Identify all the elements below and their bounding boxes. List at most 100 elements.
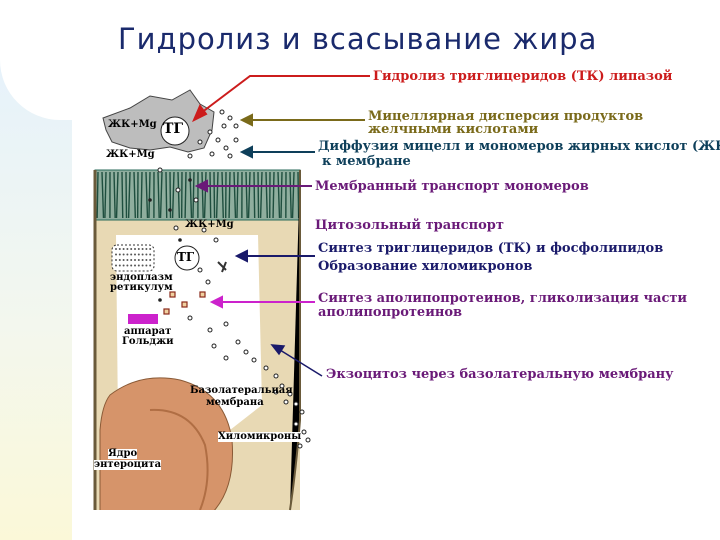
er-granule [115,264,117,267]
er-granule [130,264,133,267]
arrow-diffusion [239,145,315,159]
micelle-dot [223,145,229,151]
er-granule [130,248,133,250]
micelle-dot [207,129,213,135]
er-granule [134,259,136,261]
label-diffusion-1: Диффузия мицелл и мономеров жирных кисло… [318,139,720,154]
er-granule [149,259,152,261]
label-apo-1: Синтез аполипопротеинов, гликолизация ча… [318,291,688,306]
label-micellar-1: Мицеллярная дисперсия продуктов [368,109,644,124]
arrow-synthesis [234,249,315,263]
label-hydrolysis: Гидролиз триглицеридов (ТК) липазой [373,69,673,84]
label-exocytosis: Экзоцитоз через базолатеральную мембрану [326,367,674,382]
micelle-dot [205,279,211,285]
micelle-dot [207,327,213,333]
microvillus [277,171,281,219]
microvillus [157,171,160,219]
er-granule [130,253,133,256]
monomer-dot [188,178,192,182]
er-granule [126,248,129,250]
micelle-dot [187,315,193,321]
micelle-dot [227,115,233,121]
er-granule [145,253,148,256]
label-cytosol-transport: Цитозольный транспорт [315,218,504,233]
label-basolateral-1: Базолатеральная [190,385,293,396]
label-tg-top: ТГ [163,121,184,137]
er-granule [137,264,140,267]
tg-circle-cell [174,245,200,271]
er-granule [145,248,148,250]
microvillus [215,171,219,219]
label-chylomicrons: Хиломикроны [218,431,302,442]
micelle-dot [213,237,219,243]
label-nucleus-2: энтероцита [94,459,162,470]
micelle-dot [215,137,221,143]
label-membrane-transport: Мембранный транспорт мономеров [315,179,589,194]
micelle-dot [301,429,307,435]
microvillus [272,171,275,219]
label-tg-cell: ТГ [177,250,195,264]
er-granule [115,248,117,250]
micelle-dot [251,357,257,363]
microvillus [165,171,168,219]
micelle-dot [235,339,241,345]
er-granule [122,259,125,261]
label-apo-2: аполипопротеинов [318,305,463,320]
arrow-exocytosis [270,344,323,377]
microvillus [228,171,231,219]
microvillus [127,171,131,219]
er-granule [126,259,129,261]
label-fa-mg-top: ЖК+Mg [108,119,157,130]
label-er-1: эндоплазм [110,272,173,283]
er-granule [141,253,144,256]
microvillus [104,171,107,219]
label-fa-mg-cell: ЖК+Mg [185,219,234,230]
micelle-dot [157,167,163,173]
microvillus [257,171,260,219]
page-title: Гидролиз и всасывание жира [118,22,598,56]
microvillus [209,171,212,219]
arrow-apo [209,295,315,309]
micelle-dot [193,197,199,203]
microvillus [259,171,263,219]
monomer-dot [158,298,162,302]
micelle-dot [287,391,293,397]
microvillus [280,171,283,219]
micelle-dot [211,343,217,349]
microvillus [236,171,239,219]
er-granule [145,259,148,261]
micelle-dot [299,409,305,415]
er-granule [149,253,152,256]
arrow-micellar [239,113,365,127]
er-granule [126,253,129,256]
microvillus [265,171,268,219]
er-granule [134,264,136,267]
arrow-hydrolysis [192,75,370,123]
monomer-dot [148,198,152,202]
microvillus [159,171,163,219]
micelle-dot [173,225,179,231]
microvillus [115,171,119,219]
label-er-2: ретикулум [110,282,173,293]
er-granule [130,259,133,261]
micelle-dot [279,383,285,389]
tg-circle-top [160,116,190,146]
er-granule [122,253,125,256]
er-granule [118,248,121,250]
microvillus [297,171,300,219]
micelle-dot [233,123,239,129]
micelle-dot [305,437,311,443]
microvillus [233,171,237,219]
microvillus [201,171,204,219]
micelle-dot [297,443,303,449]
micelle-dot [283,399,289,405]
label-diffusion-2: к мембране [322,154,411,169]
er-granule [141,248,144,250]
microvillus [133,171,137,219]
microvillus [221,171,225,219]
er-granule [149,264,152,267]
er-granule [145,264,148,267]
microvillus [177,171,181,219]
micelle-dot [187,153,193,159]
